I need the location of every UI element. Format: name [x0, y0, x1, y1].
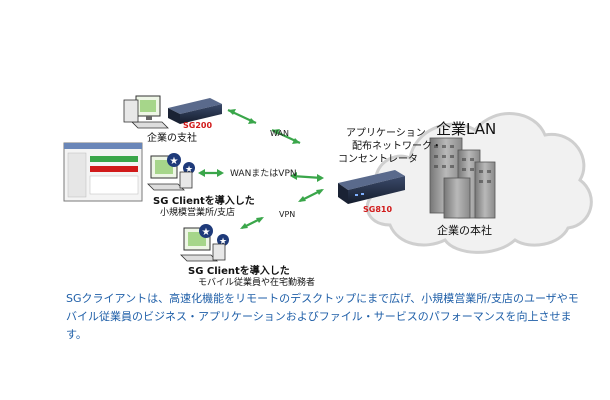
svg-text:★: ★: [202, 227, 211, 238]
mobile-title: SG Clientを導入した: [188, 266, 290, 277]
wan-vpn-arrow-middle: [198, 169, 324, 182]
corporate-lan-label: 企業LAN: [436, 120, 497, 138]
sg810-device-label: SG810: [363, 205, 393, 214]
svg-text:★: ★: [170, 156, 179, 167]
branch-office-label: 企業の支社: [147, 133, 197, 144]
wan-arrow-top: [227, 109, 301, 144]
vpn-link-label: VPN: [279, 210, 296, 219]
vpn-arrow-bottom: [240, 189, 324, 229]
sg-client-window-screenshot: [63, 142, 143, 202]
appliance-line3: コンセントレータ: [338, 154, 418, 165]
headquarters-label: 企業の本社: [437, 224, 492, 237]
mobile-pc-icon: ★ ★: [180, 224, 229, 262]
sg200-device-icon: [168, 98, 222, 124]
caption: SGクライアントは、高速化機能をリモートのデスクトップにまで広げ、小規模営業所/…: [66, 290, 586, 344]
caption-line1: SGクライアントは、高速化機能をリモートのデスクトップにまで広げ、小規模営業所/…: [66, 292, 579, 305]
mobile-subtitle: モバイル従業員や在宅勤務者: [198, 278, 316, 288]
wan-link-label: WAN: [270, 129, 289, 138]
wan-or-vpn-link-label: WANまたはVPN: [230, 169, 297, 179]
link-arrows: [198, 109, 324, 229]
sg810-appliance-icon: [338, 170, 405, 204]
small-office-subtitle: 小規模営業所/支店: [160, 208, 236, 218]
svg-text:★: ★: [185, 165, 193, 175]
svg-text:★: ★: [219, 237, 227, 247]
caption-line2: バイル従業員のビジネス・アプリケーションおよびファイル・サービスのパフォーマンス…: [66, 310, 572, 341]
appliance-line1: アプリケーション: [346, 128, 426, 139]
sg200-device-label: SG200: [183, 121, 213, 130]
branch-pc-icon: [123, 95, 169, 129]
headquarters-buildings-icon: [429, 137, 496, 219]
appliance-line2: 配布ネットワーク・: [352, 141, 442, 152]
small-office-pc-icon: ★ ★: [147, 153, 195, 191]
small-office-title: SG Clientを導入した: [153, 196, 255, 207]
